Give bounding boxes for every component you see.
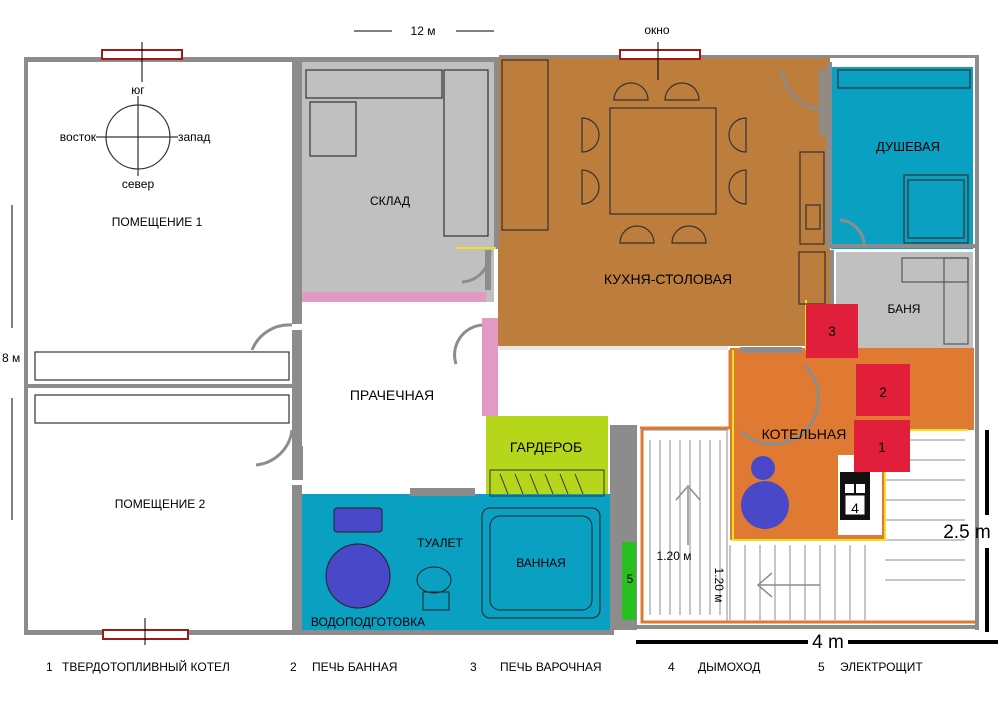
boiler-upper-area [730, 348, 974, 430]
room-2-label: ПОМЕЩЕНИЕ 2 [115, 497, 206, 511]
legend-2-text: ПЕЧЬ БАННАЯ [312, 660, 397, 674]
laundry-pink-wall [482, 318, 498, 416]
legend-3-text: ПЕЧЬ ВАРОЧНАЯ [500, 660, 602, 674]
bath-label: ВАННАЯ [516, 556, 566, 570]
kitchen-label: КУХНЯ-СТОЛОВАЯ [604, 271, 732, 287]
stair-width-label-a: 1.20 м [657, 549, 692, 563]
kitchen-furniture [501, 59, 826, 305]
right-dimension-label: 2.5 m [943, 522, 991, 543]
boiler-tanks [741, 456, 789, 529]
boiler-room-label: КОТЕЛЬНАЯ [762, 426, 847, 442]
legend-1-num: 1 [46, 660, 53, 674]
compass-west-label: запад [178, 130, 210, 144]
storage-pink-wall [302, 292, 486, 302]
legend: 1 ТВЕРДОТОПЛИВНЫЙ КОТЕЛ 2 ПЕЧЬ БАННАЯ 3 … [46, 659, 923, 674]
window-top-kitchen [619, 42, 701, 80]
stair-up-arrow [675, 484, 701, 545]
doors [250, 69, 866, 467]
legend-2-num: 2 [290, 660, 297, 674]
staircase [641, 429, 965, 624]
marker-cooking-stove [806, 304, 858, 358]
toilet-label: ТУАЛЕТ [417, 536, 463, 550]
window-label: окно [644, 23, 670, 37]
dimension-lines [11, 30, 494, 520]
width-dimension-label: 12 м [411, 24, 436, 38]
window-top-left [101, 42, 183, 82]
room-1-label: ПОМЕЩЕНИЕ 1 [112, 215, 203, 229]
shower-area [831, 67, 973, 249]
shower-fixtures [837, 69, 971, 244]
legend-4-text: ДЫМОХОД [698, 660, 760, 674]
dimension-lines-bold [636, 430, 998, 644]
storage-shelves [305, 69, 489, 237]
bench-room-2 [34, 394, 290, 424]
shower-label: ДУШЕВАЯ [876, 139, 940, 154]
wardrobe-area [486, 416, 608, 498]
boiler-outline [640, 350, 975, 624]
marker-3-label: 3 [828, 323, 836, 339]
marker-1-label: 1 [878, 439, 886, 455]
door-leaves [297, 70, 825, 480]
legend-5-num: 5 [818, 660, 825, 674]
marker-5-label: 5 [627, 572, 634, 586]
kitchen-bottom-line [499, 346, 728, 350]
laundry-label: ПРАЧЕЧНАЯ [350, 387, 434, 403]
bench-room-1 [34, 351, 290, 381]
room-1-2-area [30, 62, 292, 632]
water-treatment-label: ВОДОПОДГОТОВКА [311, 615, 425, 629]
storage-label: СКЛАД [370, 194, 410, 208]
compass-north-label: север [122, 177, 155, 191]
height-dimension-label: 8 м [2, 351, 20, 365]
wardrobe-hangers [489, 469, 605, 497]
sauna-label: БАНЯ [888, 302, 921, 316]
marker-solid-fuel-boiler [854, 420, 910, 472]
compass-south-label: юг [131, 83, 145, 97]
electrical-panel [622, 542, 636, 620]
marker-2-label: 2 [879, 384, 887, 400]
marker-4-label: 4 [851, 500, 859, 516]
kitchen-area [498, 57, 830, 346]
compass-east-label: восток [60, 130, 97, 144]
window-bottom-left [102, 618, 189, 645]
compass-icon [96, 96, 178, 176]
marker-sauna-stove [856, 364, 910, 416]
legend-4-num: 4 [668, 660, 675, 674]
bottom-dimension-label: 4 m [812, 632, 844, 653]
sauna-benches [901, 257, 969, 345]
legend-5-text: ЭЛЕКТРОЩИТ [840, 660, 923, 674]
stair-left-arrow [756, 572, 820, 598]
bathroom-fixtures [325, 507, 601, 619]
wardrobe-label: ГАРДЕРОБ [510, 439, 582, 455]
legend-3-num: 3 [470, 660, 477, 674]
legend-1-text: ТВЕРДОТОПЛИВНЫЙ КОТЕЛ [62, 659, 230, 674]
stair-width-label-b: 1.20 м [712, 568, 726, 603]
chimney-block [840, 472, 870, 520]
